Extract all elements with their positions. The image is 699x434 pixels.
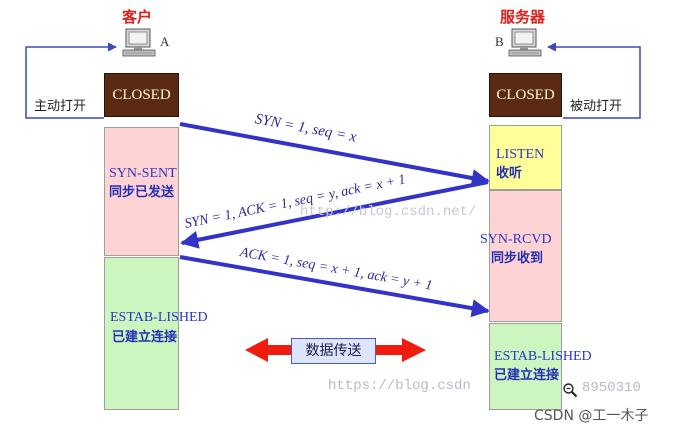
client-closed-state: CLOSED xyxy=(104,73,179,117)
zoom-cursor-icon xyxy=(563,383,578,398)
server-state-established-cn: 已建立连接 xyxy=(494,368,560,383)
client-open-loop xyxy=(25,42,117,119)
server-established-band xyxy=(489,323,562,410)
data-transfer-arrow-right xyxy=(402,338,426,362)
server-state-syn-rcvd: SYN-RCVD xyxy=(480,232,552,247)
server-pc-label: B xyxy=(495,34,504,49)
client-state-established-cn: 已建立连接 xyxy=(112,330,178,345)
client-open-label: 主动打开 xyxy=(34,95,87,114)
server-computer-icon xyxy=(508,28,542,57)
watermark-url-1: http://blog.csdn.net/ xyxy=(300,204,477,220)
server-title: 服务器 xyxy=(500,8,546,26)
data-transfer-arrow-shaft-left xyxy=(266,345,291,355)
arrow-syn xyxy=(179,122,490,187)
data-transfer-arrow-left xyxy=(245,338,268,362)
client-syn-sent-band xyxy=(104,127,179,256)
watermark-url-2: https://blog.csdn xyxy=(328,378,471,394)
csdn-credit: CSDN @工一木子 xyxy=(534,408,649,424)
client-state-syn-sent-cn: 同步已发送 xyxy=(109,185,175,200)
data-transfer-box: 数据传送 xyxy=(291,338,376,364)
server-listen-band xyxy=(489,125,562,190)
server-closed-state: CLOSED xyxy=(489,73,562,117)
server-state-syn-rcvd-cn: 同步收到 xyxy=(491,251,544,266)
client-computer-icon xyxy=(122,28,156,57)
watermark-id: 8950310 xyxy=(582,380,641,396)
server-state-listen-cn: 收听 xyxy=(496,166,523,181)
server-open-loop xyxy=(547,42,641,119)
client-established-band xyxy=(104,257,179,410)
server-open-label: 被动打开 xyxy=(570,95,623,114)
client-state-syn-sent: SYN-SENT xyxy=(109,166,177,181)
data-transfer-arrow-shaft-right xyxy=(376,345,404,355)
client-title: 客户 xyxy=(122,8,153,26)
arrow-syn-ack xyxy=(180,180,489,249)
server-state-established: ESTAB-LISHED xyxy=(494,349,592,364)
server-state-listen: LISTEN xyxy=(496,147,545,162)
server-syn-rcvd-band xyxy=(489,190,562,322)
client-state-established: ESTAB-LISHED xyxy=(110,310,208,325)
arrow-ack xyxy=(179,255,490,318)
client-pc-label: A xyxy=(160,34,170,49)
